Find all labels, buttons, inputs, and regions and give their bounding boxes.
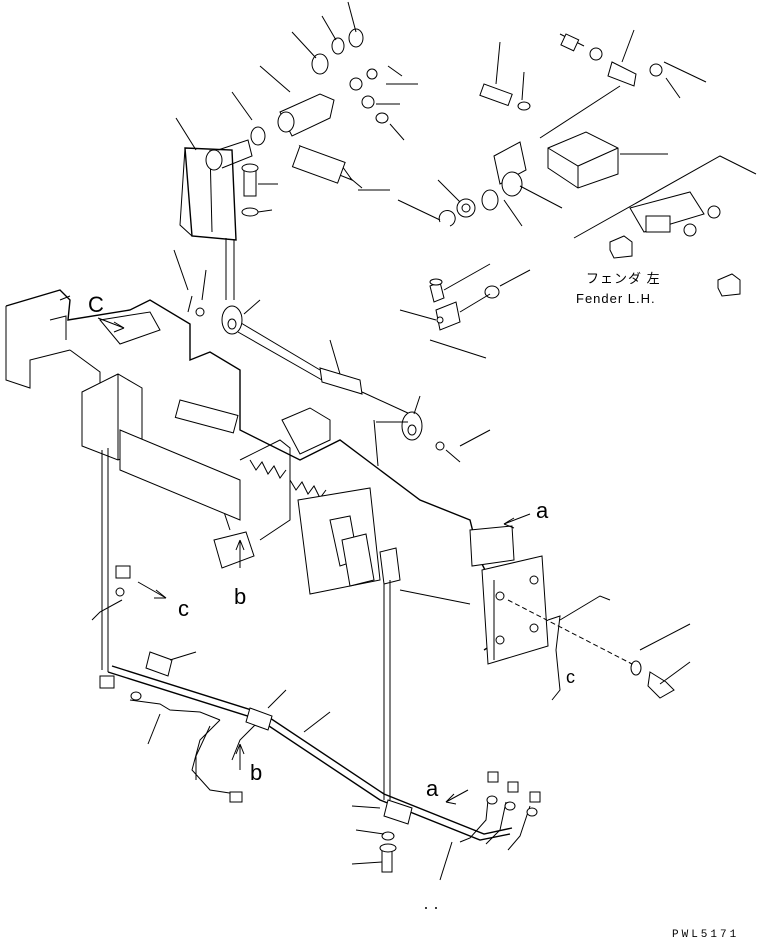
callout-a-lower: a [426, 776, 439, 801]
callout-c-lower: c [178, 596, 189, 621]
control-valve-body [5, 289, 611, 800]
mark-dot [435, 907, 437, 909]
bolt-and-washer [507, 599, 691, 699]
callout-c-right: c [566, 667, 575, 687]
drawing-code: PWL5171 [672, 929, 740, 939]
mark-dot [425, 907, 427, 909]
callout-c-upper: C [88, 292, 104, 317]
fender-label-japanese: フェンダ 左 [586, 271, 661, 286]
callout-b-lower: b [250, 760, 263, 785]
clevis-parts [259, 1, 418, 191]
control-rods [173, 249, 531, 467]
fender-bracket-assembly [397, 29, 757, 297]
upper-bracket-assembly [175, 91, 278, 300]
callout-b-upper: b [234, 584, 247, 609]
fender-label-english: Fender L.H. [576, 291, 656, 306]
callout-a-upper: a [536, 498, 549, 523]
hydraulic-pipes [91, 565, 541, 881]
callout-arrows [97, 317, 531, 805]
